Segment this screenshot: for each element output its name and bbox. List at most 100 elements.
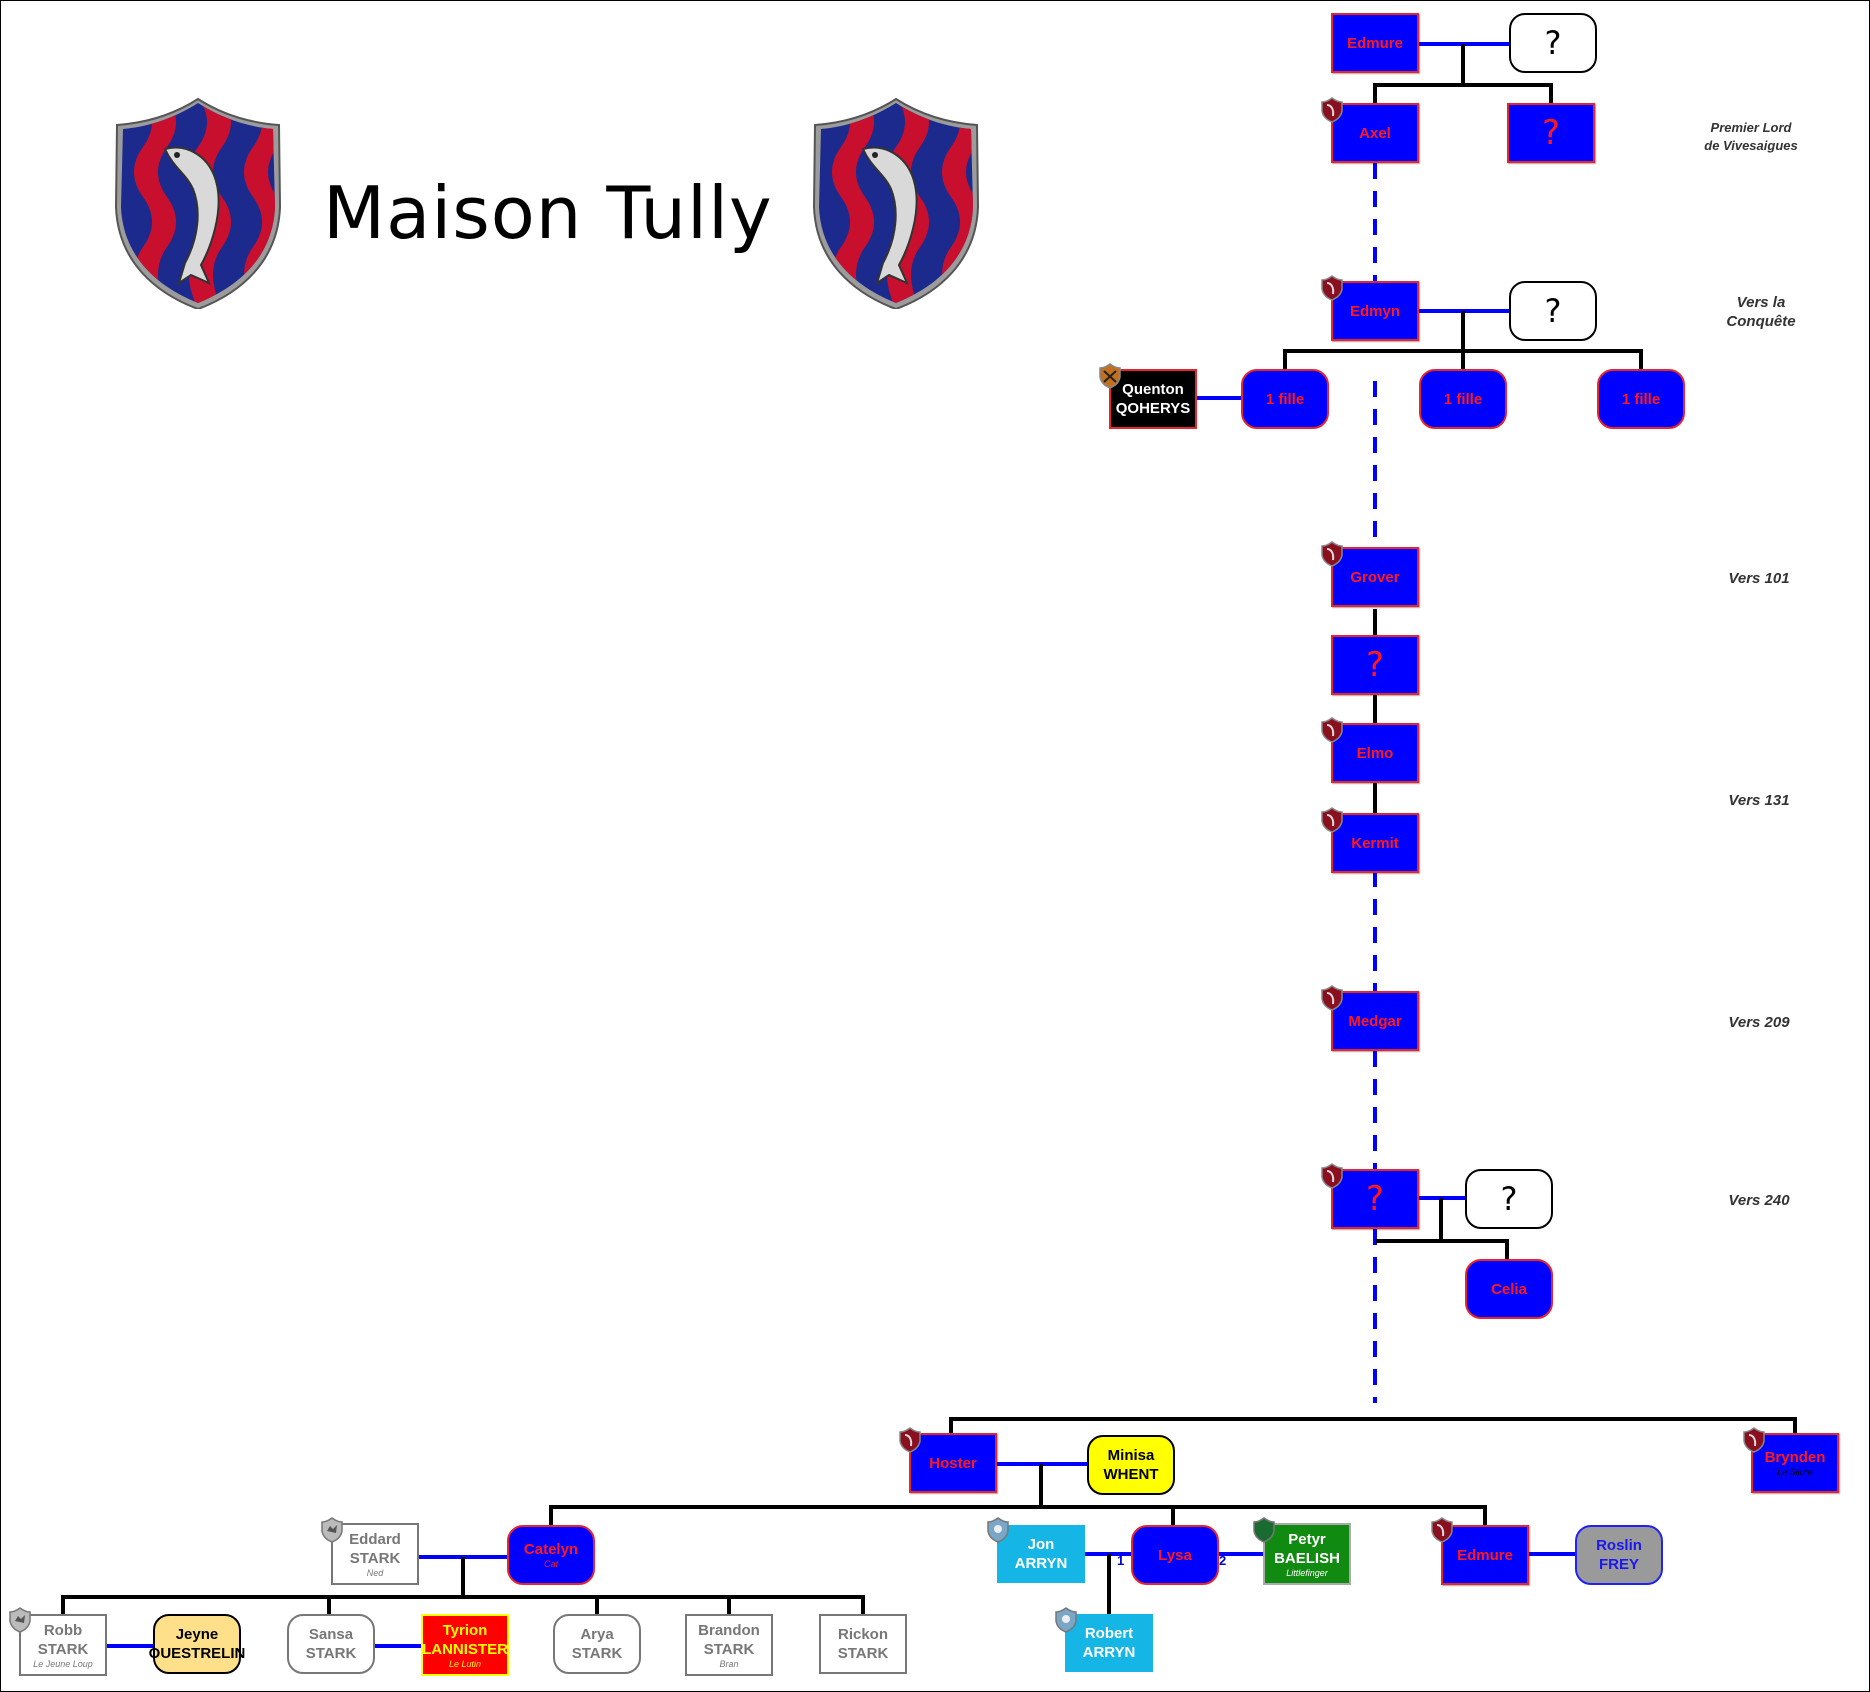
person-edmure-heir[interactable]: Edmure (1441, 1525, 1529, 1585)
person-name: Brynden (1764, 1449, 1826, 1466)
person-surname: ARRYN (1014, 1555, 1068, 1572)
person-name: Axel (1359, 124, 1391, 142)
person-name: Grover (1350, 568, 1400, 586)
person-first-name: Robert (1084, 1625, 1134, 1642)
person-first-name: Sansa (308, 1626, 354, 1643)
person-name: Edmure (1457, 1546, 1513, 1564)
person-name: ? (1541, 112, 1561, 153)
person-petyr-baelish[interactable]: Petyr BAELISH Littlefinger (1263, 1523, 1351, 1585)
person-name: 1 fille (1443, 390, 1483, 408)
person-surname: ARRYN (1082, 1644, 1136, 1661)
person-nickname: Le Silure (1777, 1467, 1813, 1477)
tully-badge-icon (1321, 1163, 1343, 1189)
person-kermit[interactable]: Kermit (1331, 813, 1419, 873)
person-axel-sibling-unknown[interactable]: ? (1507, 103, 1595, 163)
person-medgar[interactable]: Medgar (1331, 991, 1419, 1051)
person-surname: STARK (37, 1640, 89, 1658)
person-name: ? (1365, 1178, 1385, 1219)
person-celia[interactable]: Celia (1465, 1259, 1553, 1319)
person-jeyne-ouestrelin[interactable]: Jeyne OUESTRELIN (149, 1614, 245, 1674)
person-brynden[interactable]: Brynden Le Silure (1751, 1433, 1839, 1493)
person-nickname: Bran (719, 1658, 739, 1669)
tully-badge-icon (1321, 541, 1343, 567)
era-conquete: Vers la Conquête (1726, 294, 1796, 330)
person-hoster[interactable]: Hoster (909, 1433, 997, 1493)
person-sansa-stark[interactable]: Sansa STARK (287, 1614, 375, 1674)
baelish-badge-icon (1253, 1517, 1275, 1543)
person-rickon-stark[interactable]: Rickon STARK (819, 1614, 907, 1674)
person-name: Celia (1491, 1280, 1527, 1298)
tully-badge-icon (1321, 807, 1343, 833)
person-arya-stark[interactable]: Arya STARK (553, 1614, 641, 1674)
person-nickname: Littlefinger (1286, 1567, 1328, 1578)
person-name: ? (1365, 644, 1385, 685)
person-robb-stark[interactable]: Robb STARK Le Jeune Loup (19, 1614, 107, 1676)
person-surname: BAELISH (1274, 1549, 1340, 1567)
person-surname: WHENT (1103, 1466, 1159, 1483)
person-quenton-qoherys[interactable]: Quenton QOHERYS (1109, 369, 1197, 429)
person-lord-240-spouse-unknown[interactable]: ? (1465, 1169, 1553, 1229)
marriage-number-2: 2 (1219, 1553, 1227, 1568)
tully-badge-icon (1743, 1427, 1765, 1453)
person-jon-arryn[interactable]: Jon ARRYN (997, 1525, 1085, 1583)
person-first-name: Quenton (1122, 381, 1184, 398)
person-name: Edmure (1347, 34, 1403, 52)
tully-badge-icon (1431, 1517, 1453, 1543)
era-premier-lord: Premier Lord de Vivesaigues (1704, 120, 1798, 153)
person-fille-2[interactable]: 1 fille (1419, 369, 1507, 429)
person-tyrion-lannister[interactable]: Tyrion LANNISTER Le Lutin (421, 1614, 509, 1676)
person-fille-1[interactable]: 1 fille (1241, 369, 1329, 429)
person-elmo[interactable]: Elmo (1331, 723, 1419, 783)
marriage-number-1: 1 (1117, 1553, 1125, 1568)
person-edmyn-spouse-unknown[interactable]: ? (1509, 281, 1597, 341)
person-first-name: Eddard (349, 1530, 401, 1548)
person-nickname: Cat (543, 1559, 558, 1569)
person-robert-arryn[interactable]: Robert ARRYN (1065, 1614, 1153, 1672)
person-name: 1 fille (1265, 390, 1305, 408)
person-nickname: Le Lutin (448, 1658, 482, 1669)
tully-badge-icon (1321, 985, 1343, 1011)
person-lord-240-unknown[interactable]: ? (1331, 1169, 1419, 1229)
person-surname: QOHERYS (1115, 400, 1191, 417)
person-grover[interactable]: Grover (1331, 547, 1419, 607)
tully-crest-right-icon (812, 97, 980, 309)
person-edmure-spouse-unknown[interactable]: ? (1509, 13, 1597, 73)
person-first-name: Minisa (1107, 1447, 1155, 1464)
person-edmyn[interactable]: Edmyn (1331, 281, 1419, 341)
person-minisa-whent[interactable]: Minisa WHENT (1087, 1435, 1175, 1495)
person-name: ? (1500, 1179, 1518, 1218)
tully-crest-left-icon (114, 97, 282, 309)
person-lysa[interactable]: Lysa (1131, 1525, 1219, 1585)
person-name: Hoster (929, 1454, 977, 1472)
person-roslin-frey[interactable]: Roslin FREY (1575, 1525, 1663, 1585)
era-131: Vers 131 (1728, 792, 1790, 809)
stark-badge-icon (9, 1607, 31, 1633)
era-101: Vers 101 (1728, 570, 1790, 587)
person-edmure-founder[interactable]: Edmure (1331, 13, 1419, 73)
person-first-name: Arya (580, 1626, 614, 1643)
person-surname: FREY (1598, 1556, 1639, 1573)
person-name: Lysa (1158, 1546, 1192, 1564)
person-name: Medgar (1348, 1012, 1402, 1030)
person-first-name: Brandon (698, 1621, 760, 1639)
qoherys-badge-icon (1099, 363, 1121, 389)
person-eddard-stark[interactable]: Eddard STARK Ned (331, 1523, 419, 1585)
arryn-badge-icon (987, 1517, 1009, 1543)
person-axel[interactable]: Axel (1331, 103, 1419, 163)
page-title: Maison Tully (323, 171, 773, 255)
person-unknown-lord[interactable]: ? (1331, 635, 1419, 695)
person-catelyn[interactable]: Catelyn Cat (507, 1525, 595, 1585)
tully-badge-icon (1321, 275, 1343, 301)
person-surname: STARK (349, 1549, 401, 1567)
person-first-name: Petyr (1288, 1530, 1326, 1548)
person-first-name: Tyrion (442, 1621, 488, 1639)
person-brandon-stark[interactable]: Brandon STARK Bran (685, 1614, 773, 1676)
person-surname: OUESTRELIN (148, 1645, 246, 1662)
person-name: ? (1544, 291, 1562, 330)
person-name: Catelyn (523, 1541, 579, 1558)
person-first-name: Rickon (837, 1626, 888, 1643)
person-fille-3[interactable]: 1 fille (1597, 369, 1685, 429)
person-name: Elmo (1356, 744, 1394, 762)
tully-badge-icon (1321, 97, 1343, 123)
